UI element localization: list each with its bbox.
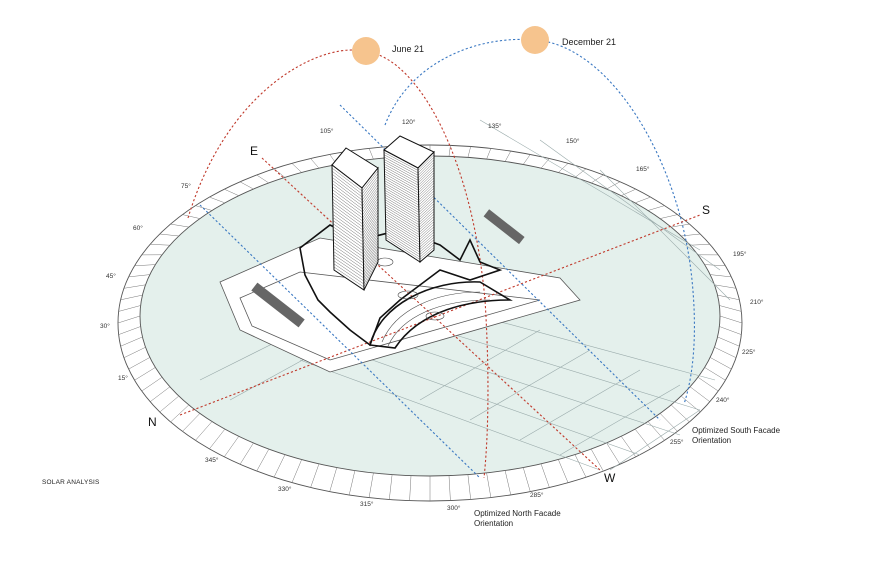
sun-label-june: June 21: [392, 44, 424, 54]
degree-label: 135°: [488, 122, 502, 130]
degree-label: 210°: [750, 298, 764, 306]
degree-label: 120°: [402, 118, 416, 126]
diagram-title: SOLAR ANALYSIS: [42, 479, 100, 486]
degree-label: 240°: [716, 396, 730, 404]
degree-label: 315°: [360, 500, 374, 508]
tower-east: [384, 136, 434, 262]
degree-label: 255°: [670, 438, 684, 446]
cardinal-north: N: [148, 415, 157, 429]
degree-label: 165°: [636, 165, 650, 173]
degree-label: 330°: [278, 485, 292, 493]
degree-label: 285°: [530, 491, 544, 499]
sun-icon-june: [352, 37, 380, 65]
degree-label: 195°: [733, 250, 747, 258]
north-facade-note-line2: Orientation: [474, 519, 513, 528]
cardinal-west: W: [604, 471, 616, 485]
degree-label: 225°: [742, 348, 756, 356]
south-facade-note-line2: Orientation: [692, 436, 731, 445]
cardinal-east: E: [250, 144, 258, 158]
sun-icon-december: [521, 26, 549, 54]
degree-label: 60°: [133, 224, 143, 232]
degree-label: 300°: [447, 504, 461, 512]
degree-label: 105°: [320, 127, 334, 135]
degree-label: 30°: [100, 322, 110, 330]
degree-label: 15°: [118, 374, 128, 382]
degree-label: 75°: [181, 182, 191, 190]
cardinal-south: S: [702, 203, 710, 217]
degree-label: 45°: [106, 272, 116, 280]
north-facade-note-line1: Optimized North Facade: [474, 509, 561, 518]
tower-west: [332, 148, 378, 290]
degree-label: 150°: [566, 137, 580, 145]
south-facade-note-line1: Optimized South Facade: [692, 426, 781, 435]
degree-label: 345°: [205, 456, 219, 464]
sun-label-december: December 21: [562, 37, 616, 47]
